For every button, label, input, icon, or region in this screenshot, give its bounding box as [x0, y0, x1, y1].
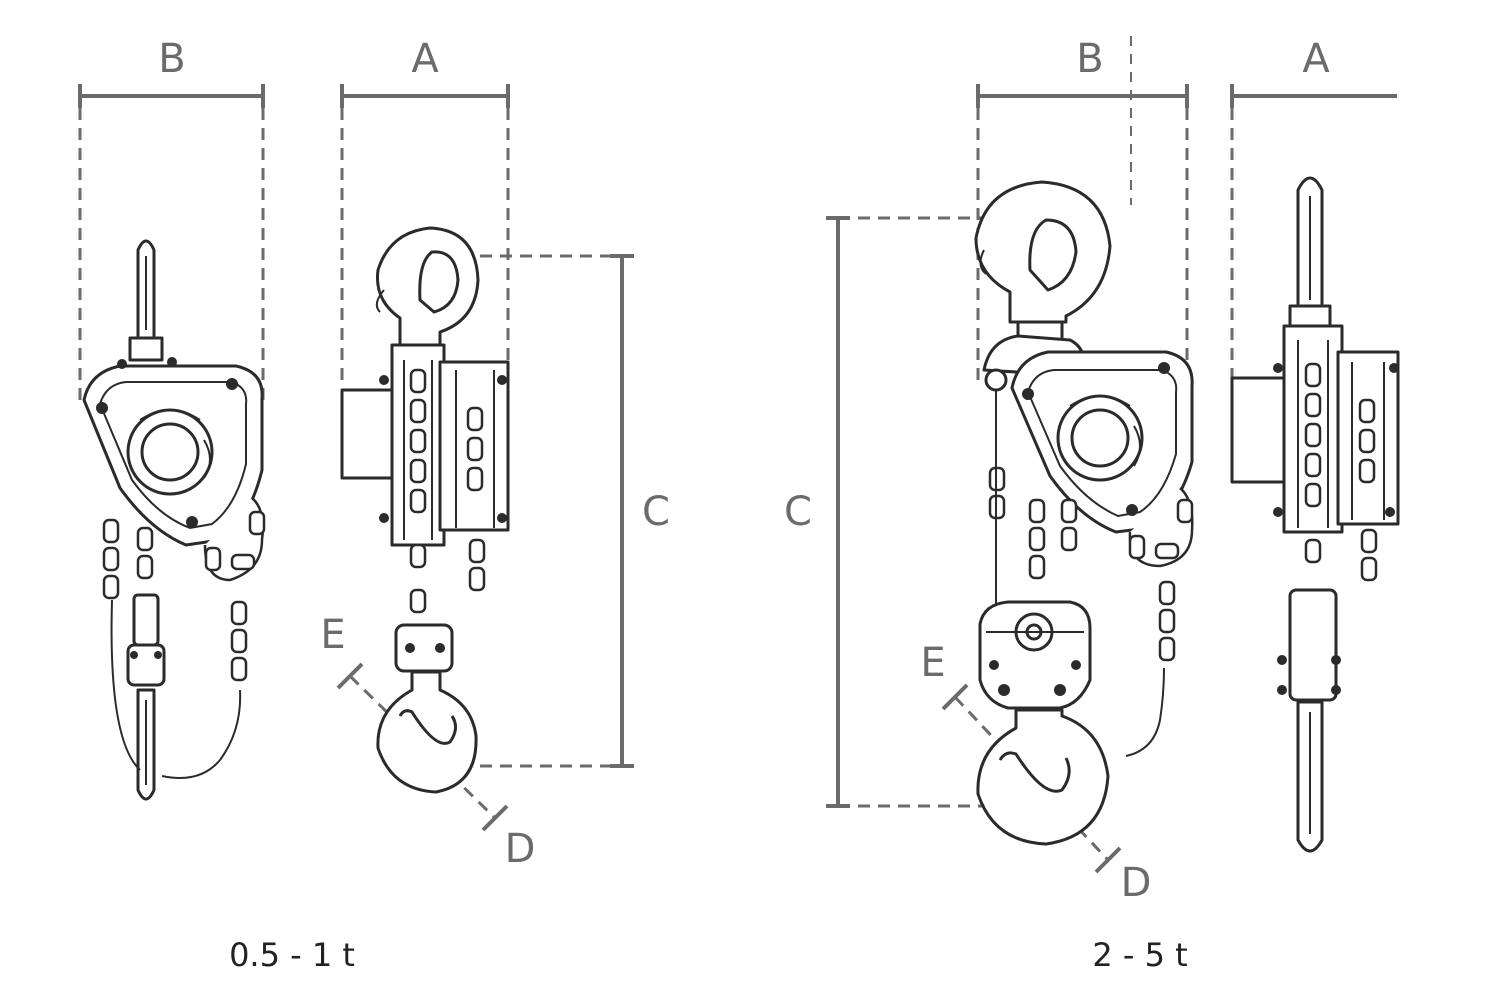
left-dimension-a: A: [340, 36, 510, 385]
right-label-e: E: [920, 640, 945, 686]
right-dimension-b: B: [976, 36, 1189, 385]
right-hoist-front-view: [974, 180, 1194, 846]
left-label-c: C: [642, 489, 670, 535]
left-label-d: D: [505, 826, 536, 872]
left-dimension-c: C: [460, 254, 670, 768]
left-hoist-group: B A C E D: [78, 36, 670, 974]
left-hoist-side-view: [340, 226, 510, 794]
right-label-d: D: [1121, 860, 1152, 906]
right-label-b: B: [1076, 36, 1103, 82]
right-dimension-a: A: [1230, 36, 1397, 385]
left-label-a: A: [411, 36, 439, 82]
left-label-b: B: [158, 36, 185, 82]
left-dimension-d: E D: [320, 612, 535, 872]
right-label-a: A: [1302, 36, 1330, 82]
left-dimension-b: B: [78, 36, 265, 400]
right-capacity-caption: 2 - 5 t: [1092, 936, 1187, 974]
left-hoist-front-view: [82, 239, 266, 801]
right-hoist-side-view: [1230, 176, 1400, 853]
right-label-c: C: [784, 489, 812, 535]
left-label-e: E: [320, 612, 345, 658]
right-hoist-group: B A C E D: [784, 36, 1400, 974]
left-capacity-caption: 0.5 - 1 t: [229, 936, 355, 974]
